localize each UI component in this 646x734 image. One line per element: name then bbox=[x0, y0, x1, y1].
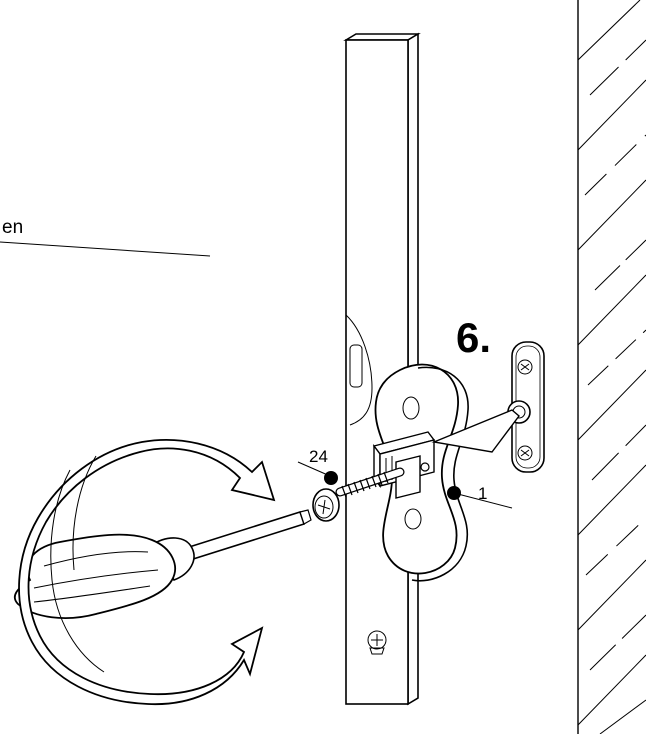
callout-1-label: 1 bbox=[478, 484, 487, 503]
screw-head-slot-v bbox=[322, 499, 326, 515]
wall-section bbox=[577, 0, 646, 734]
wall-plate-screw-top bbox=[517, 359, 533, 375]
screw-head bbox=[312, 488, 340, 522]
wall-hatching bbox=[578, 0, 646, 734]
step-number: 6. bbox=[456, 314, 491, 361]
post-recess-outline bbox=[345, 314, 373, 426]
post-top-face bbox=[343, 33, 421, 41]
screwdriver-handle bbox=[13, 533, 176, 619]
wall-plate-screw-bottom bbox=[517, 445, 533, 461]
partial-label-leader bbox=[0, 241, 211, 257]
partial-label-group: en bbox=[0, 217, 211, 257]
screwdriver-shaft bbox=[184, 511, 306, 561]
callout-24-label: 24 bbox=[309, 447, 328, 466]
callout-24: 24 bbox=[297, 447, 338, 485]
hinge-arm bbox=[431, 409, 520, 453]
post-screw bbox=[367, 630, 387, 650]
threaded-screw bbox=[312, 467, 405, 522]
partial-label: en bbox=[2, 217, 23, 238]
callout-24-dot bbox=[324, 471, 338, 485]
callout-1: 1 bbox=[447, 484, 513, 509]
rotation-arrow-icon bbox=[18, 439, 276, 706]
hinge-hole-bottom bbox=[404, 508, 422, 530]
hinge-hole-top bbox=[402, 396, 420, 420]
wall-plate bbox=[431, 341, 545, 473]
post-recess-slot bbox=[349, 344, 363, 388]
screwdriver bbox=[13, 509, 312, 619]
